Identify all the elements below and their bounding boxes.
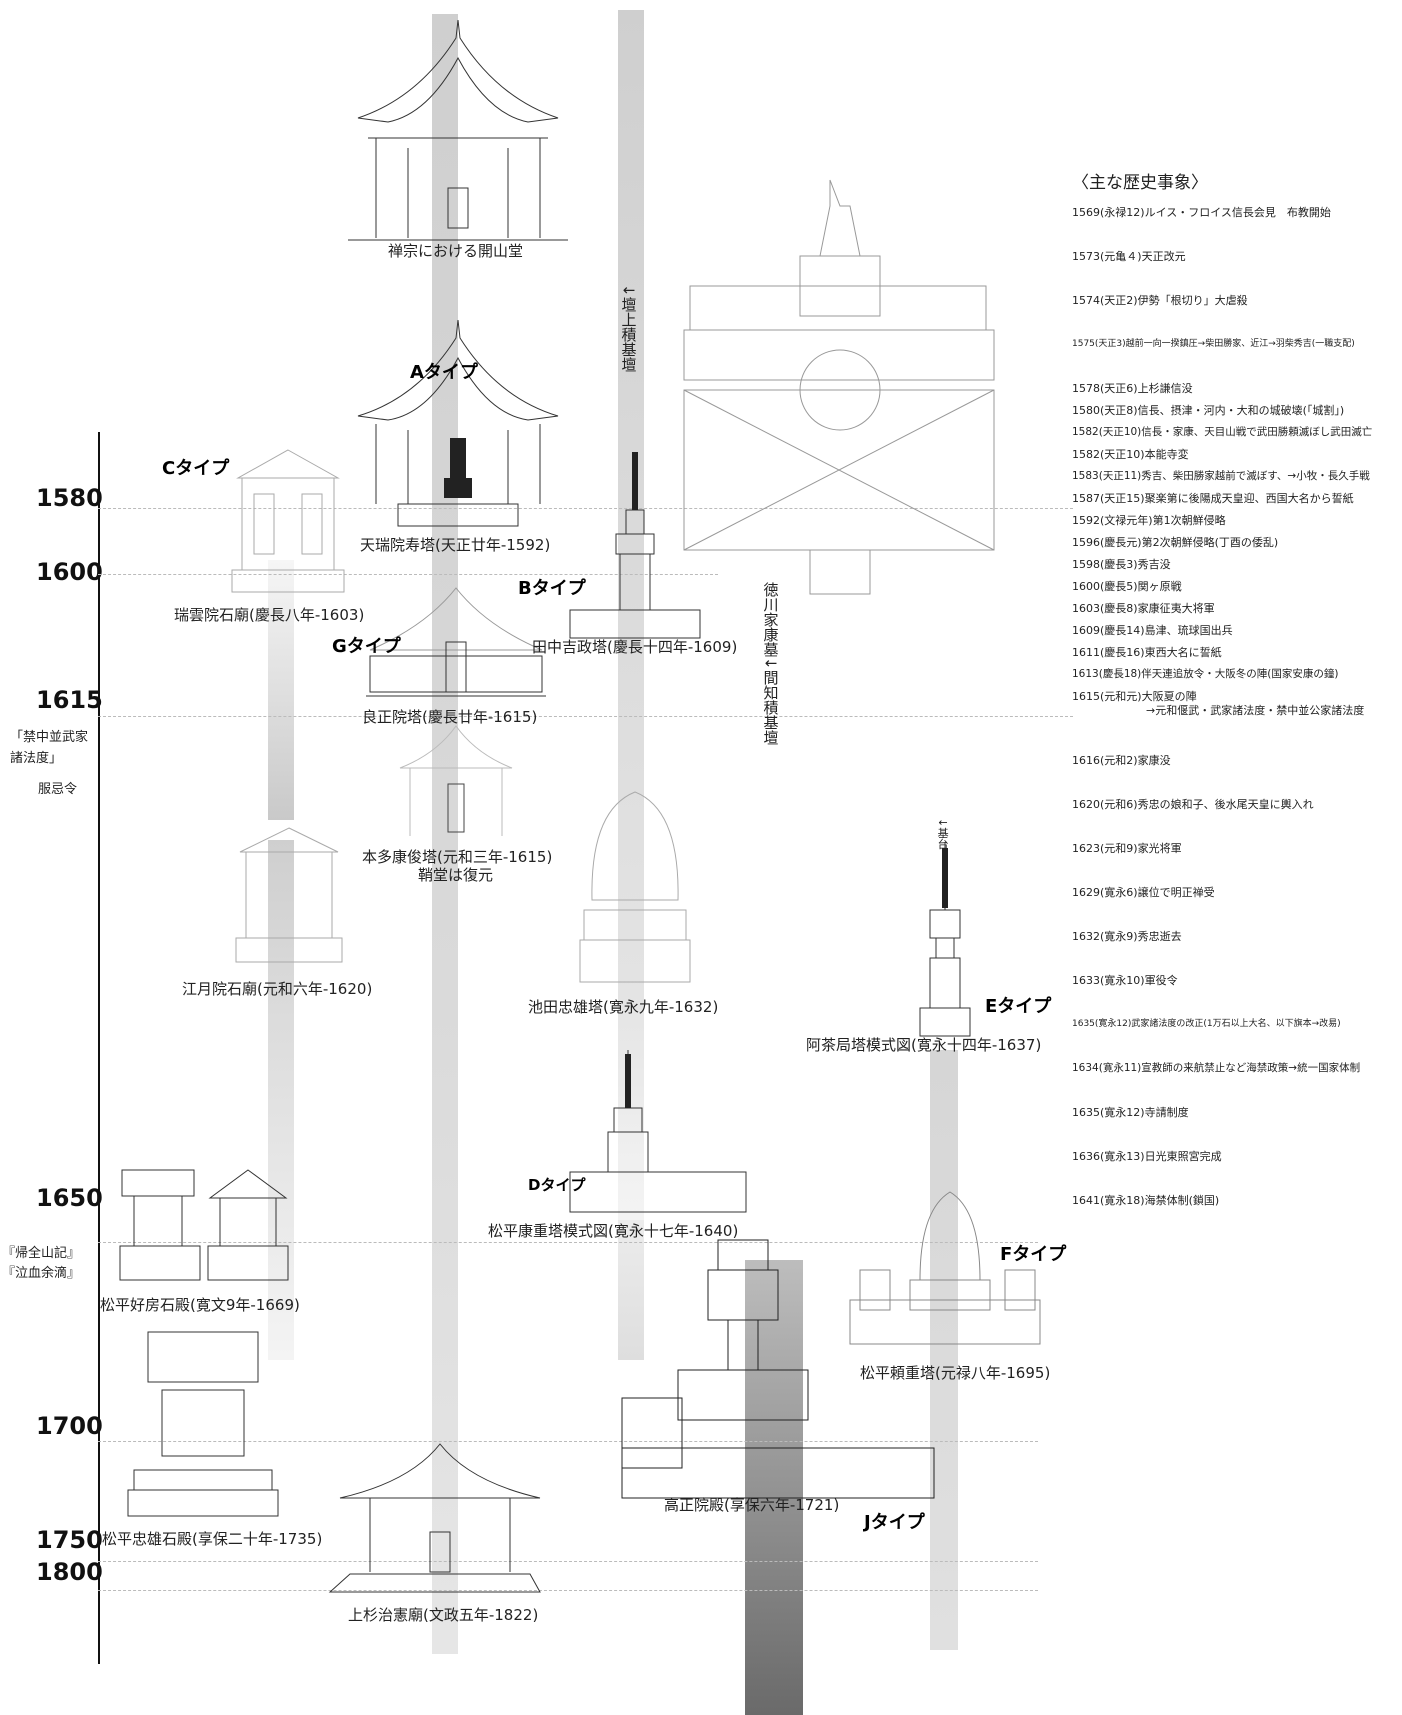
caption-matsudaira-yoshifusa: 松平好房石殿(寛文9年-1669) — [100, 1294, 300, 1315]
event-1623: 1623(元和9)家光将軍 — [1072, 840, 1182, 856]
event-1635b: 1635(寛永12)寺請制度 — [1072, 1104, 1189, 1120]
event-1587: 1587(天正15)聚楽第に後陽成天皇迎、西国大名から誓紙 — [1072, 490, 1354, 506]
caption-kogetsuin: 江月院石廟(元和六年-1620) — [182, 978, 372, 999]
event-1598: 1598(慶長3)秀吉没 — [1072, 556, 1171, 572]
type-f-label: Fタイプ — [1000, 1240, 1066, 1266]
caption-tenzuiin: 天瑞院寿塔(天正廿年-1592) — [360, 534, 550, 555]
event-1574: 1574(天正2)伊勢「根切り」大虐殺 — [1072, 292, 1248, 308]
caption-matsudaira-yorishige: 松平頼重塔(元禄八年-1695) — [860, 1362, 1050, 1383]
type-g-label: Gタイプ — [332, 632, 401, 658]
side-note-kyuketsu: 『泣血余滴』 — [2, 1264, 80, 1285]
year-1650: 1650 — [36, 1184, 103, 1212]
events-title: 〈主な歴史事象〉 — [1072, 168, 1208, 193]
event-1634: 1634(寛永11)宣教師の来航禁止など海禁政策→統一国家体制 — [1072, 1060, 1360, 1075]
matsudaira-tadao-shrine-icon — [128, 1330, 278, 1520]
year-1580: 1580 — [36, 484, 103, 512]
event-1615-cont: →元和偃武・武家諸法度・禁中並公家諸法度 — [1146, 702, 1364, 718]
event-1613: 1613(慶長18)伴天連追放令・大阪冬の陣(国家安康の鐘) — [1072, 666, 1338, 681]
side-note-hatto: 「禁中並武家諸法度」 — [10, 728, 90, 770]
event-1573: 1573(元亀４)天正改元 — [1072, 248, 1186, 264]
caption-ryoshoin: 良正院塔(慶長廿年-1615) — [362, 706, 537, 727]
caption-honda-2: 鞘堂は復元 — [418, 864, 493, 885]
matsudaira-yoshifusa-shrine-icon — [118, 1168, 298, 1288]
gridline-1800 — [98, 1590, 1038, 1591]
year-1800: 1800 — [36, 1558, 103, 1586]
zuiunin-shrine-icon — [228, 448, 348, 596]
type-a-label: Aタイプ — [410, 358, 478, 384]
event-1636: 1636(寛永13)日光東照宮完成 — [1072, 1148, 1222, 1164]
caption-koshoin: 高正院殿(享保六年-1721) — [664, 1494, 839, 1515]
note-dan-kiseki: ↓壇上積基壇 — [620, 284, 637, 372]
event-1583: 1583(天正11)秀吉、柴田勝家越前で滅ぼす、→小牧・長久手戦 — [1072, 468, 1370, 483]
event-1603: 1603(慶長8)家康征夷大将軍 — [1072, 600, 1215, 616]
tenzuiin-tower-icon — [348, 318, 568, 530]
caption-tanaka: 田中吉政塔(慶長十四年-1609) — [532, 636, 737, 657]
caption-uesugi: 上杉治憲廟(文政五年-1822) — [348, 1604, 538, 1625]
type-b-label: Bタイプ — [518, 574, 586, 600]
honda-tower-icon — [396, 724, 516, 844]
event-1596: 1596(慶長元)第2次朝鮮侵略(丁酉の倭乱) — [1072, 534, 1278, 550]
event-1620: 1620(元和6)秀忠の娘和子、後水尾天皇に輿入れ — [1072, 796, 1314, 812]
event-1633: 1633(寛永10)軍役令 — [1072, 972, 1178, 988]
gridline-1615 — [98, 716, 1073, 717]
caption-matsudaira-yasushige: 松平康重塔模式図(寛永十七年-1640) — [488, 1220, 738, 1241]
side-note-kizen: 『帰全山記』 — [2, 1244, 80, 1265]
event-1611: 1611(慶長16)東西大名に誓紙 — [1072, 644, 1222, 660]
note-tokugawa: 徳川家康墓↓間知積基壇 — [762, 582, 779, 745]
year-1600: 1600 — [36, 558, 103, 586]
uesugi-mausoleum-icon — [330, 1442, 550, 1594]
ikeda-tower-icon — [580, 790, 690, 990]
event-1580: 1580(天正8)信長、摂津・河内・大和の城破壊(「城割」) — [1072, 402, 1344, 418]
event-1635a: 1635(寛永12)武家諸法度の改正(1万石以上大名、以下旗本→改易) — [1072, 1016, 1341, 1029]
event-1641: 1641(寛永18)海禁体制(鎖国) — [1072, 1192, 1219, 1208]
kaisando-icon — [348, 18, 568, 248]
event-1629: 1629(寛永6)譲位で明正禅受 — [1072, 884, 1215, 900]
type-j-label: Jタイプ — [864, 1508, 925, 1534]
side-note-bukirei: 服忌令 — [38, 780, 77, 801]
event-1616: 1616(元和2)家康没 — [1072, 752, 1171, 768]
event-1578: 1578(天正6)上杉謙信没 — [1072, 380, 1193, 396]
year-1750: 1750 — [36, 1526, 103, 1554]
kogetsuin-shrine-icon — [234, 826, 344, 966]
type-e-label: Eタイプ — [985, 992, 1051, 1018]
event-1582b: 1582(天正10)本能寺変 — [1072, 446, 1189, 462]
event-1582a: 1582(天正10)信長・家康、天目山戦で武田勝頼滅ぼし武田滅亡 — [1072, 424, 1372, 439]
achanotsubone-tower-icon — [890, 840, 1000, 1040]
event-1569: 1569(永禄12)ルイス・フロイス信長会見 布教開始 — [1072, 204, 1331, 220]
caption-achanotsubone: 阿茶局塔模式図(寛永十四年-1637) — [806, 1034, 1041, 1055]
matsudaira-yasushige-tower-icon — [568, 1048, 748, 1218]
timeline-axis — [98, 432, 100, 1664]
type-d-label: Dタイプ — [528, 1174, 585, 1195]
caption-ikeda: 池田忠雄塔(寛永九年-1632) — [528, 996, 718, 1017]
event-1575: 1575(天正3)越前一向一揆鎮圧→柴田勝家、近江→羽柴秀吉(一職支配) — [1072, 336, 1355, 349]
band-c — [268, 560, 294, 820]
gridline-1750 — [98, 1561, 1038, 1562]
event-1609: 1609(慶長14)島津、琉球国出兵 — [1072, 622, 1233, 638]
caption-matsudaira-tadao: 松平忠雄石殿(享保二十年-1735) — [102, 1528, 322, 1549]
event-1600: 1600(慶長5)関ヶ原戦 — [1072, 578, 1182, 594]
tokugawa-tomb-plan-icon — [680, 176, 1000, 596]
year-1700: 1700 — [36, 1412, 103, 1440]
event-1592: 1592(文禄元年)第1次朝鮮侵略 — [1072, 512, 1226, 528]
caption-kaisando: 禅宗における開山堂 — [388, 240, 523, 261]
caption-zuiunin: 瑞雲院石廟(慶長八年-1603) — [174, 604, 364, 625]
event-1632: 1632(寛永9)秀忠逝去 — [1072, 928, 1182, 944]
type-c-label: Cタイプ — [162, 454, 229, 480]
year-1615: 1615 — [36, 686, 103, 714]
